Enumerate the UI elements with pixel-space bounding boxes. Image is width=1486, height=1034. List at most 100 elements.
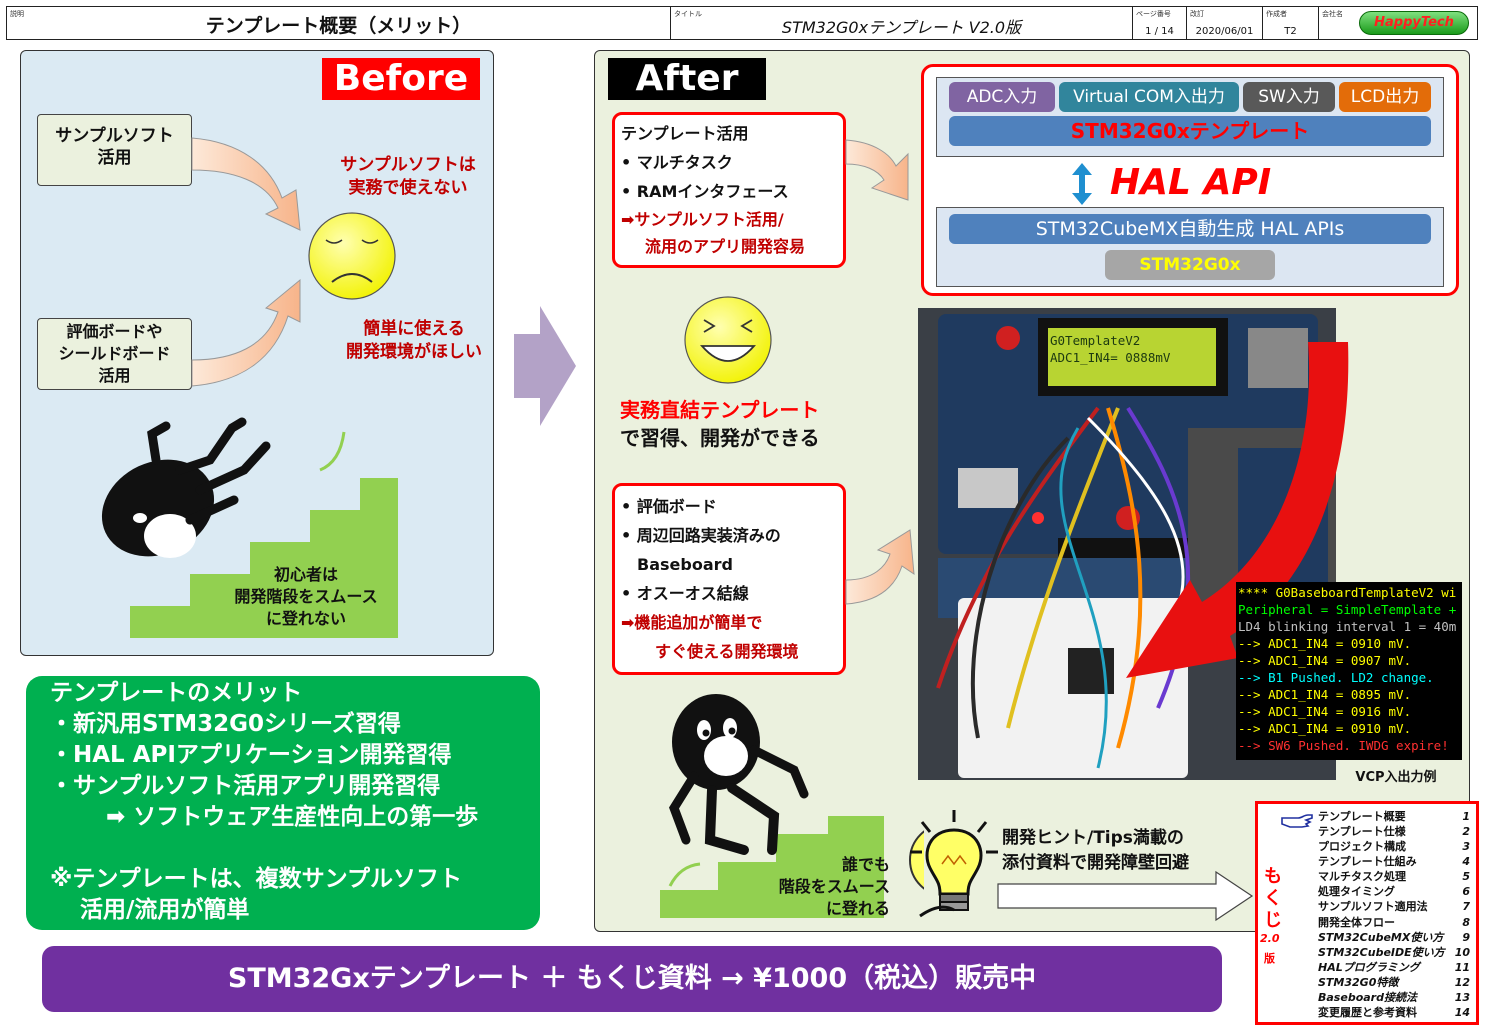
baseboard-item-label: オスーオス結線 — [636, 584, 749, 603]
module-sw: SW入力 — [1243, 82, 1335, 112]
light-bulb-icon — [909, 830, 924, 890]
lcd-line-1: G0TemplateV2 — [1050, 333, 1141, 348]
tips-line-2: 添付資料で開発障壁回避 — [1002, 853, 1189, 873]
toc-item[interactable]: STM32CubeMX使い方 9 — [1318, 930, 1470, 945]
revision-date: 2020/06/01 — [1195, 26, 1254, 37]
baseboard-item-label: 評価ボード — [636, 497, 717, 516]
sample-issue-line-2: 実務で使えない — [348, 178, 468, 198]
sample-issue-line-1: サンプルソフトは — [340, 155, 476, 175]
header-company-cell: 会社名 HappyTech — [1319, 7, 1477, 39]
hal-api-label: HAL API — [1110, 162, 1272, 203]
falling-character-icon — [101, 417, 271, 558]
toc-item-label: 処理タイミング — [1318, 885, 1395, 898]
header-bar: 説明 テンプレート概要（メリット） タイトル STM32G0xテンプレート V2… — [6, 6, 1478, 40]
merit-line-4: ➡ ソフトウェア生産性向上の第一歩 — [106, 804, 479, 830]
template-layer-label: STM32G0xテンプレート — [949, 116, 1431, 146]
happytech-logo: HappyTech — [1359, 11, 1469, 35]
page-title: テンプレート概要（メリット） — [205, 15, 472, 37]
toc-item-label: サンプルソフト適用法 — [1318, 900, 1428, 913]
toc-item-label: 開発全体フロー — [1318, 916, 1395, 929]
template-use-title: テンプレート活用 — [621, 124, 749, 143]
terminal-line: **** G0BaseboardTemplateV2 wi — [1238, 585, 1457, 600]
toc-item-number: 11 — [1454, 961, 1470, 974]
template-use-box: テンプレート活用 • マルチタスク • RAMインタフェース ➡サンプルソフト活… — [612, 112, 846, 268]
baseboard-box: • 評価ボード • 周辺回路実装済みの Baseboard • オスーオス結線 … — [612, 483, 846, 675]
after-illustration — [660, 139, 924, 918]
eval-board-box: 評価ボードや シールドボード 活用 — [37, 318, 192, 390]
beginner-line-2: 開発階段をスムース — [234, 587, 378, 606]
everyone-line-3: に登れる — [825, 899, 890, 918]
toc-item-label: テンプレート仕組み — [1318, 855, 1417, 868]
template-use-item: • RAMインタフェース — [621, 182, 789, 201]
vcp-caption: VCP入出力例 — [1355, 770, 1437, 785]
beginner-line-1: 初心者は — [273, 565, 338, 584]
header-desc-label: 説明 — [10, 10, 24, 18]
direct-template-line-1: 実務直結テンプレート — [620, 398, 820, 422]
curved-arrow-icon — [191, 278, 301, 387]
module-lcd: LCD出力 — [1339, 82, 1431, 112]
toc-item-number: 9 — [1462, 931, 1470, 944]
toc-version-suffix: 版 — [1264, 952, 1275, 965]
terminal-line: Peripheral = SimpleTemplate + — [1238, 602, 1457, 617]
curved-arrow-icon — [845, 529, 915, 605]
tips-line-1: 開発ヒント/Tips満載の — [1002, 828, 1184, 848]
header-page-label: ページ番号 — [1136, 10, 1171, 18]
toc-item-label: マルチタスク処理 — [1318, 870, 1406, 883]
sales-banner: STM32Gxテンプレート ＋ もくじ資料 → ¥1000（税込）販売中 — [42, 946, 1222, 1012]
sample-soft-box: サンプルソフト 活用 — [37, 114, 192, 186]
baseboard-result-2: すぐ使える開発環境 — [655, 642, 799, 661]
tips-bulb-icon — [910, 810, 998, 918]
merit-spacer — [50, 833, 540, 864]
toc-item-label: STM32CubeMX使い方 — [1318, 931, 1444, 944]
after-tag: After — [608, 58, 766, 100]
green-stairs-icon — [660, 816, 884, 918]
merit-title: テンプレートのメリット — [50, 680, 303, 706]
toc-item[interactable]: サンプルソフト適用法 7 — [1318, 899, 1470, 914]
hal-layer: STM32CubeMX自動生成 HAL APIs STM32G0x — [936, 207, 1444, 287]
env-wish-text: 簡単に使える 開発環境がほしい — [326, 318, 502, 364]
direct-template-text: 実務直結テンプレート で習得、開発ができる — [620, 396, 860, 452]
baseboard-item: • 評価ボード — [621, 497, 717, 516]
template-layer: ADC入力 Virtual COM入出力 SW入力 LCD出力 STM32G0x… — [936, 77, 1444, 157]
red-curved-arrow-icon — [1126, 342, 1349, 678]
header-author-cell: 作成者 T2 — [1263, 7, 1319, 39]
before-tag: Before — [322, 58, 480, 100]
merit-line-2: ・HAL APIアプリケーション開発習得 — [50, 742, 452, 768]
eval-board-line-2: シールドボード — [58, 344, 171, 363]
toc-item-label: 変更履歴と参考資料 — [1318, 1006, 1417, 1019]
toc-item-number: 7 — [1462, 900, 1470, 913]
up-down-arrow-icon — [1072, 163, 1092, 205]
lcd-display: G0TemplateV2 ADC1_IN4= 0888mV — [1050, 332, 1170, 366]
lcd-line-2: ADC1_IN4= 0888mV — [1050, 350, 1171, 365]
everyone-line-2: 階段をスムース — [778, 877, 890, 896]
module-virtual-com: Virtual COM入出力 — [1059, 82, 1239, 112]
terminal-line: --> ADC1_IN4 = 0910 mV. — [1238, 721, 1412, 736]
document-title: STM32G0xテンプレート V2.0版 — [781, 18, 1022, 37]
direct-template-line-2: で習得、開発ができる — [620, 426, 820, 450]
header-title-cell: タイトル STM32G0xテンプレート V2.0版 — [671, 7, 1133, 39]
header-rev-label: 改訂 — [1190, 10, 1204, 18]
pointing-hand-icon — [1281, 814, 1313, 828]
sad-face-icon — [308, 212, 396, 300]
terminal-line: --> ADC1_IN4 = 0910 mV. — [1238, 636, 1412, 651]
toc-side-char: も — [1264, 866, 1282, 887]
header-rev-cell: 改訂 2020/06/01 — [1187, 7, 1263, 39]
beginner-line-3: に登れない — [265, 609, 346, 628]
chip-label: STM32G0x — [1105, 250, 1275, 280]
toc-version: 2.0 — [1260, 932, 1280, 945]
toc-side-char: じ — [1264, 910, 1282, 931]
baseboard-result-1: ➡機能追加が簡単で — [621, 613, 763, 632]
env-wish-line-1: 簡単に使える — [363, 319, 465, 339]
